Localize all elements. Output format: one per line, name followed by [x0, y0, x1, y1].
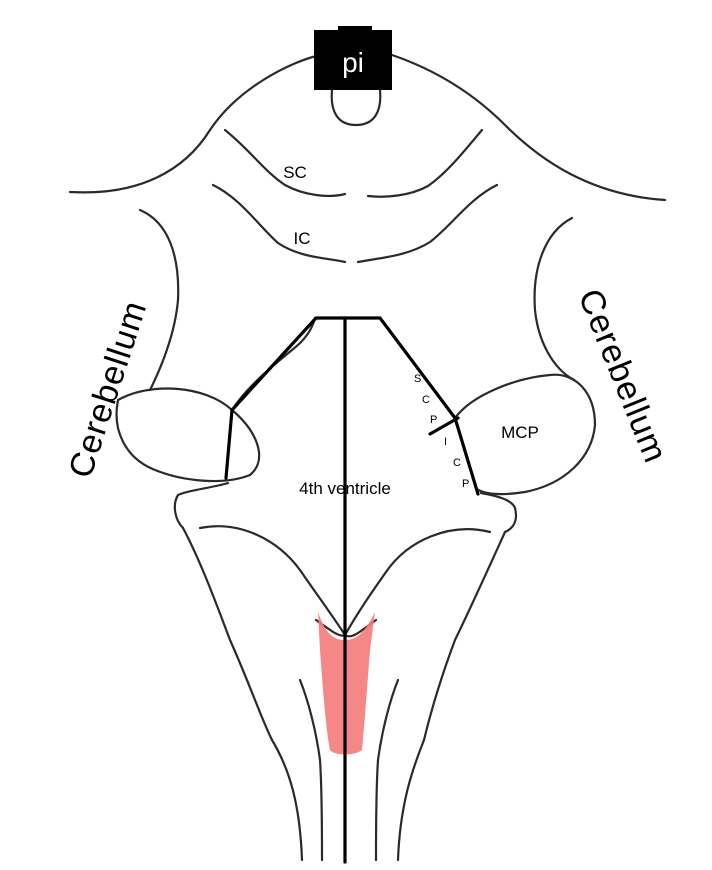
scp-letter-c: C — [422, 394, 430, 406]
icp-letter-i: I — [444, 436, 447, 448]
cerebellum-right-label: Cerebellum — [571, 284, 675, 469]
sc-label: SC — [283, 163, 307, 182]
mcp-outline — [115, 373, 597, 496]
mcp-label: MCP — [501, 423, 539, 442]
scp-letter-s: S — [414, 373, 421, 385]
ventricle-lines — [224, 316, 480, 864]
inferior-colliculus-outline — [211, 183, 499, 264]
peduncle-outline — [138, 208, 576, 392]
superior-colliculus-outline — [223, 128, 484, 198]
ic-label: IC — [294, 229, 311, 248]
pi-label: pi — [342, 47, 364, 78]
icp-letter-p: P — [462, 478, 469, 490]
cerebellum-left-label: Cerebellum — [61, 296, 154, 483]
scp-letter-p: P — [430, 414, 437, 426]
pi-label-box: pi — [314, 26, 392, 90]
upper-outline — [68, 53, 667, 202]
pi-box-tab — [338, 26, 372, 34]
fourth-ventricle-label: 4th ventricle — [299, 479, 391, 498]
icp-letter-c: C — [453, 457, 461, 469]
pi-box — [314, 30, 392, 90]
